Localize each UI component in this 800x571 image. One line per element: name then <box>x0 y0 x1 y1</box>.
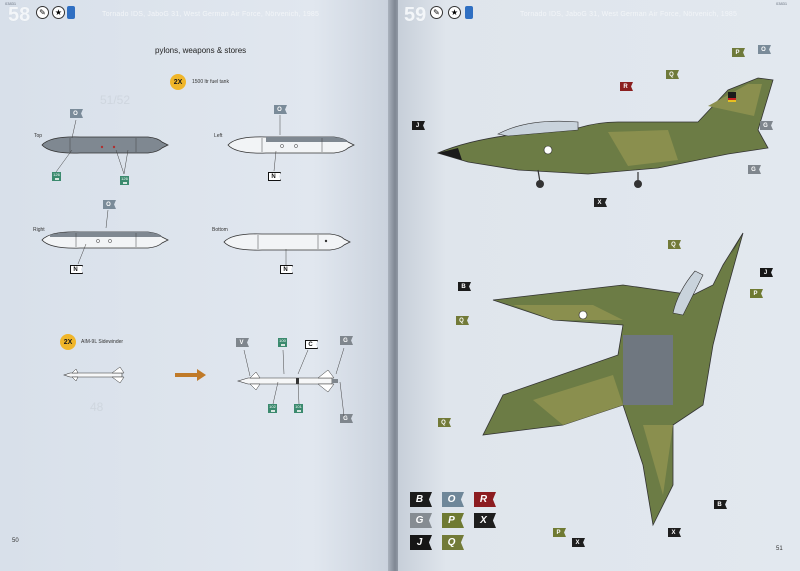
sidewinder-missile <box>63 366 125 384</box>
aircraft-side-view <box>436 77 774 188</box>
fuel-tank-left-view <box>227 136 355 154</box>
fuel-tank-top-view <box>41 136 169 154</box>
paint-flag: Q <box>456 316 469 325</box>
fuel-tank-label: 1500 ltr fuel tank <box>192 79 229 85</box>
view-label-bottom: Bottom <box>212 227 228 233</box>
quantity-badge: 2X <box>170 74 186 90</box>
sidewinder-painted <box>236 369 338 393</box>
fuel-tank-right-view <box>41 231 169 249</box>
star-decal-icon: ★ <box>52 6 65 19</box>
paint-flag: J <box>412 121 425 130</box>
view-label-right: Right <box>33 227 45 233</box>
callout-100: 100 <box>278 338 287 347</box>
leader-lines <box>243 347 345 417</box>
paint-flag: V <box>236 338 249 347</box>
leader-lines <box>77 209 109 265</box>
part-number: 51/52 <box>100 93 131 107</box>
left-page: 58 ✎ ★ Tornado IDS, JaboG 31, West Germa… <box>0 0 392 571</box>
paint-flag: G <box>760 121 773 130</box>
paint-flag: X <box>594 198 607 207</box>
paint-flag: Q <box>666 70 679 79</box>
paint-flag: J <box>760 268 773 277</box>
legend-color-q: Q <box>442 535 464 550</box>
paint-flag: G <box>748 165 761 174</box>
callout-101: 101 <box>294 404 303 413</box>
paint-brush-icon: ✎ <box>36 6 49 19</box>
callout-126: 126 <box>52 172 61 181</box>
page-number: 50 <box>12 538 19 544</box>
star-decal-icon: ★ <box>448 6 461 19</box>
leader-lines <box>55 119 129 175</box>
fuel-tank-bottom-view <box>223 233 351 251</box>
legend-color-o: O <box>442 492 464 507</box>
paint-flag: Q <box>668 240 681 249</box>
paint-flag: R <box>620 82 633 91</box>
step-subtitle: Tornado IDS, JaboG 31, West German Air F… <box>102 11 320 18</box>
callout-126: 126 <box>120 176 129 185</box>
legend-color-g: G <box>410 513 432 528</box>
right-page: 59 ✎ ★ Tornado IDS, JaboG 31, West Germa… <box>398 0 800 571</box>
catalog-code: 03831 <box>776 1 788 6</box>
paint-flag: G <box>340 336 353 345</box>
view-label-top: Top <box>34 133 43 139</box>
legend-color-b: B <box>410 492 432 507</box>
paint-flag: P <box>553 528 566 537</box>
catalog-code: 03831 <box>5 1 17 6</box>
paint-flag: O <box>758 45 771 54</box>
legend-color-r: R <box>474 492 496 507</box>
paint-flag: O <box>70 109 83 118</box>
paint-flag: B <box>458 282 471 291</box>
legend-color-j: J <box>410 535 432 550</box>
arrow-icon <box>175 369 206 381</box>
paint-flag: G <box>340 414 353 423</box>
step-subtitle: Tornado IDS, JaboG 31, West German Air F… <box>520 11 738 18</box>
legend-color-x: X <box>474 513 496 528</box>
part-number: 48 <box>90 400 104 414</box>
paint-flag: X <box>572 538 585 547</box>
paint-flag: O <box>274 105 287 114</box>
view-label-left: Left <box>214 133 223 139</box>
aircraft-plan-view <box>482 232 744 527</box>
step-number: 59 <box>404 4 427 26</box>
leader-lines <box>273 115 281 172</box>
paint-bottle-icon <box>67 6 75 19</box>
leader-lines <box>285 249 287 265</box>
legend-color-p: P <box>442 513 464 528</box>
paint-bottle-icon <box>465 6 473 19</box>
paint-flag: O <box>103 200 116 209</box>
sidewinder-label: AIM-9L Sidewinder <box>81 339 124 345</box>
paint-brush-icon: ✎ <box>430 6 443 19</box>
paint-flag: P <box>750 289 763 298</box>
page-number: 51 <box>776 546 783 552</box>
step-number: 58 <box>8 4 31 26</box>
paint-flag: Q <box>438 418 451 427</box>
paint-flag: X <box>668 528 681 537</box>
callout-102: 102 <box>268 404 277 413</box>
paint-flag: P <box>732 48 745 57</box>
paint-flag: B <box>714 500 727 509</box>
section-title: pylons, weapons & stores <box>155 46 247 55</box>
quantity-badge: 2X <box>60 334 76 350</box>
